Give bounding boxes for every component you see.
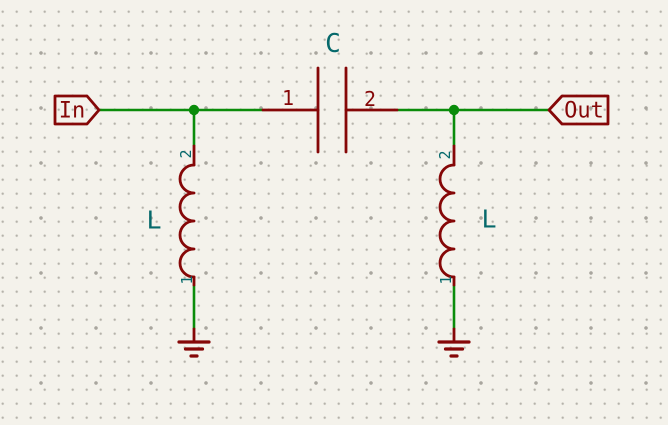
hier-label-out-outline[interactable]	[547, 94, 610, 126]
symbol-layer	[53, 66, 610, 358]
capacitor-pin1-number: 1	[282, 86, 294, 110]
inductor-right-reference[interactable]: L	[481, 205, 496, 234]
capacitor-reference[interactable]: C	[325, 29, 341, 59]
ground-symbol-left[interactable]	[177, 327, 211, 358]
inductor-left-coil[interactable]	[178, 163, 196, 279]
device-text-layer: In Out 1 2	[59, 86, 604, 124]
hier-label-in-outline[interactable]	[53, 94, 101, 126]
ground-symbol-right[interactable]	[437, 327, 471, 358]
inductor-left-pin2-number: 2	[177, 149, 195, 158]
inductor-left-pin1-number: 1	[178, 275, 196, 284]
inductor-right-symbol[interactable]	[438, 144, 456, 287]
inductor-right-pin2-number: 2	[436, 150, 454, 159]
junction-layer	[188, 104, 460, 116]
inductor-right-coil[interactable]	[438, 163, 456, 279]
inductor-left-reference[interactable]: L	[146, 206, 161, 235]
inductor-left-symbol[interactable]	[178, 144, 196, 287]
wire-layer	[99, 108, 549, 329]
inductor-right-pin1-number: 1	[437, 275, 455, 284]
capacitor-pin2-number: 2	[364, 87, 376, 111]
capacitor-symbol[interactable]	[261, 66, 399, 154]
junction-dot-right[interactable]	[448, 104, 460, 116]
hier-label-out-text[interactable]: Out	[564, 99, 604, 124]
hier-label-in-text[interactable]: In	[59, 99, 86, 124]
junction-dot-left[interactable]	[188, 104, 200, 116]
annotation-text-layer: C L L 2 1 2 1	[146, 29, 496, 285]
